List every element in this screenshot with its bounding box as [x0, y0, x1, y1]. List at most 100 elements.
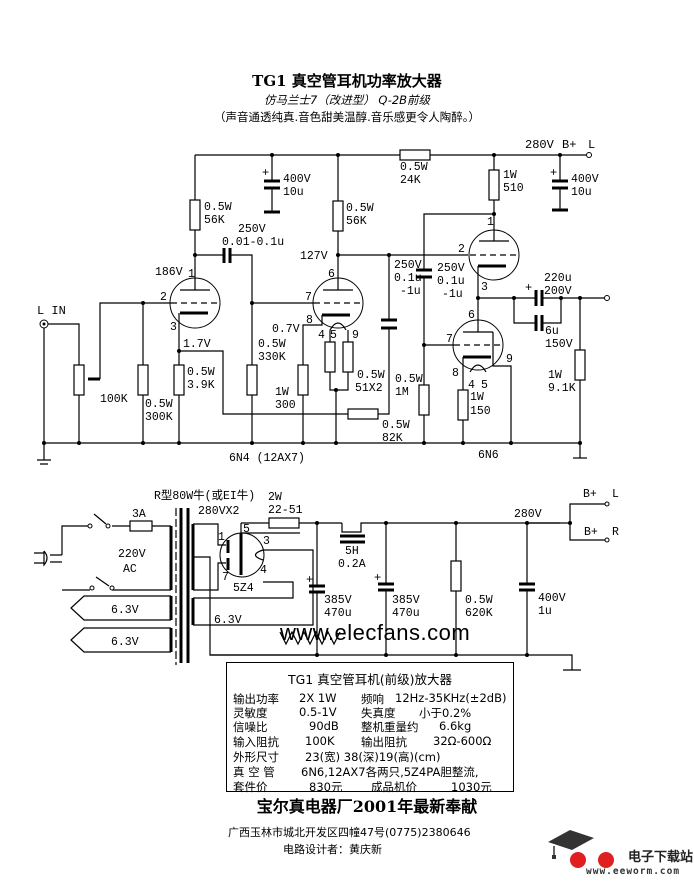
resistor-56k-2 — [332, 200, 344, 232]
transformer-core — [179, 508, 190, 663]
label: 510 — [503, 182, 524, 195]
resistor-150 — [457, 389, 469, 421]
pin-label: 7 — [222, 571, 229, 584]
footer-address: 广西玉林市城北开发区四幢47号(0775)2380646 — [228, 826, 471, 839]
resistor-82k — [347, 408, 379, 420]
footer-maker: 宝尔真电器厂2001年最新奉献 — [256, 797, 478, 816]
spec-key: 整机重量约 — [361, 720, 419, 734]
switch-2 — [95, 576, 110, 587]
capacitor-220u — [534, 290, 544, 306]
output-terminal — [604, 295, 610, 301]
resistor-51-a — [324, 341, 336, 373]
site-logo[interactable]: 电子下载站 www.eeworm.com — [540, 820, 694, 882]
label: 2W — [268, 491, 282, 504]
pin-label: 7 — [305, 291, 312, 304]
label: 1W — [470, 391, 484, 404]
label: 150 — [470, 405, 491, 418]
label: 400V — [538, 592, 566, 605]
label: 385V — [392, 594, 420, 607]
heater-label: 6.3V — [111, 604, 139, 617]
spec-key: 输入阻抗 — [233, 735, 279, 749]
spec-value: 2X 1W — [299, 691, 337, 705]
watermark: www.elecfans.com — [280, 620, 471, 645]
pin-label: 1 — [487, 216, 494, 229]
label: 0.5W — [395, 373, 423, 386]
capacitor-400v-1u — [519, 582, 535, 592]
secondary-label: 280VX2 — [198, 505, 240, 518]
pin-label: 9 — [506, 353, 513, 366]
label: 1W — [548, 369, 562, 382]
cathode-voltage-v1: 1.7V — [183, 338, 211, 351]
spec-value: 小于0.2% — [419, 706, 472, 720]
label: 330K — [258, 351, 286, 364]
label: 51X2 — [355, 382, 383, 395]
tube1-name: 6N4 (12AX7) — [229, 452, 305, 465]
spec-value: 1030元 — [451, 780, 492, 794]
amp-stage: 0.5W 24K 280V B+ L + 400V 10u + 400V 10u… — [37, 138, 610, 465]
tagline: （声音通透纯真.音色甜美温醇.音乐感更令人陶醉。） — [213, 110, 481, 124]
plate-voltage-v1: 186V — [155, 266, 183, 279]
capacitor-coupling-1 — [222, 248, 232, 263]
spec-value: 830元 — [309, 780, 343, 794]
spec-key: 套件价 — [233, 780, 268, 794]
label: 400V — [283, 173, 311, 186]
power-supply: R型80W牛(或EI牛) 280VX2 3A 220V AC 6.3V 6.3V… — [34, 488, 619, 671]
spec-value: 0.5-1V — [299, 705, 337, 719]
output-voltage-label: 280V — [514, 508, 542, 521]
spec-value: 90dB — [309, 719, 339, 733]
spec-key: 外形尺寸 — [233, 750, 279, 764]
b-plus-terminal — [586, 152, 592, 158]
label: 6u — [545, 325, 559, 338]
pin-label: 6 — [468, 309, 475, 322]
pin-label: 2 — [458, 243, 465, 256]
resistor-9-1k — [574, 349, 586, 381]
spec-title: TG1 真空管耳机(前级)放大器 — [287, 672, 452, 687]
ps-ground-rail — [210, 654, 573, 670]
label: 250V — [238, 223, 266, 236]
spec-value: 12Hz-35KHz(±2dB) — [395, 691, 507, 705]
label: 0.5W — [382, 419, 410, 432]
resistor-3-9k — [173, 364, 185, 396]
label: 1M — [395, 386, 409, 399]
page-title: TG1 真空管耳机功率放大器 — [252, 72, 442, 90]
capacitor-coupling-2 — [381, 318, 397, 330]
label: 56K — [204, 214, 225, 227]
label: 300 — [275, 399, 296, 412]
tube-rectifier-5z4 — [219, 523, 300, 578]
pin-label: 4 — [318, 329, 325, 342]
label: 400V — [571, 173, 599, 186]
pin-label: 1 — [188, 268, 195, 281]
bug-icon — [598, 852, 614, 868]
label: 0.2A — [338, 558, 366, 571]
spec-value: 23(宽) 38(深)19(高)(cm) — [305, 750, 441, 764]
heater-label: 6.3V — [111, 636, 139, 649]
label: 10u — [283, 186, 304, 199]
label: 1W — [503, 169, 517, 182]
choke-5h — [340, 534, 365, 544]
label: 0.5W — [400, 161, 428, 174]
power-plug-icon — [34, 550, 62, 567]
pin-label: 5 — [330, 329, 337, 342]
label: 1u — [538, 605, 552, 618]
label: 100K — [100, 393, 128, 406]
resistor-1m — [418, 384, 430, 416]
pin-label: 4 — [468, 379, 475, 392]
label: 0.1u — [437, 275, 465, 288]
label: 620K — [465, 607, 493, 620]
label: 0.01-0.1u — [222, 236, 284, 249]
resistor-300k — [137, 364, 149, 396]
supply-voltage-label: 280V — [525, 138, 555, 152]
label: 220u — [544, 272, 572, 285]
fuse-label: 3A — [132, 508, 146, 521]
capacitor-coupling-3 — [416, 268, 432, 279]
output-channel-label: L — [612, 488, 619, 501]
plus-sign: + — [306, 573, 313, 587]
label: 200V — [544, 285, 572, 298]
spec-box: TG1 真空管耳机(前级)放大器 输出功率 2X 1W 频响 12Hz-35KH… — [226, 662, 514, 794]
switch-1 — [93, 513, 107, 525]
tube2-name: 6N6 — [478, 449, 499, 462]
spec-key: 成品机价 — [371, 780, 417, 794]
heater-label: 6.3V — [214, 614, 242, 627]
pin-label: 3 — [170, 321, 177, 334]
label: 24K — [400, 174, 421, 187]
